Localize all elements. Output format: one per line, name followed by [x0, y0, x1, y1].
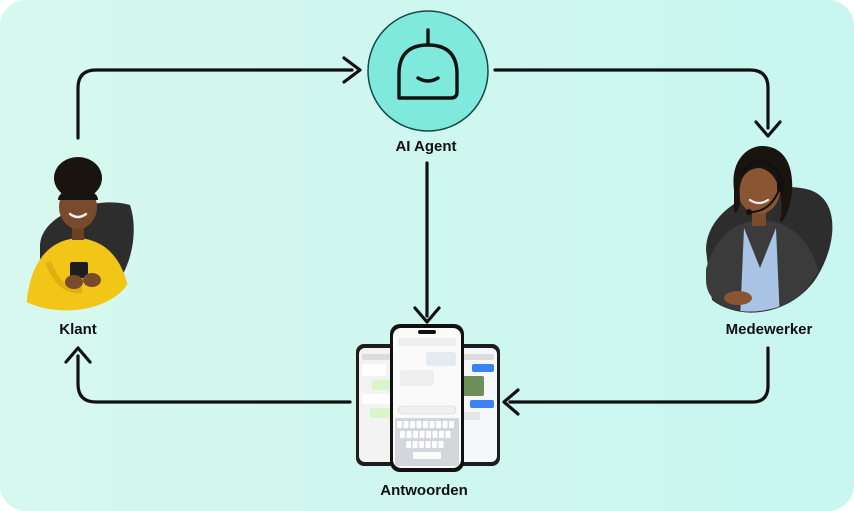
arrow-antwoorden-to-klant: [76, 354, 352, 404]
agent-node: [367, 10, 489, 132]
agent-label: AI Agent: [395, 138, 457, 155]
arrow-agent-to-medewerker: [493, 68, 770, 130]
arrow-medewerker-to-antwoorden: [508, 346, 770, 404]
arrowhead-klant-to-agent: [342, 56, 362, 84]
agent-photo: [706, 146, 833, 313]
customer-photo: [26, 157, 134, 311]
arrowhead-agent-to-antwoorden: [413, 306, 441, 324]
phone-screenshots: [356, 324, 500, 472]
robot-head-icon: [397, 28, 459, 100]
arrow-klant-to-agent: [76, 68, 354, 140]
arrowhead-agent-to-medewerker: [754, 120, 782, 138]
phone-center: [390, 324, 464, 472]
klant-label: Klant: [59, 321, 97, 338]
arrowhead-medewerker-to-antwoorden: [502, 388, 520, 416]
agent-circle: [367, 10, 489, 132]
arrowhead-antwoorden-to-klant: [64, 346, 92, 364]
antwoorden-label: Antwoorden: [380, 482, 468, 499]
medewerker-label: Medewerker: [725, 321, 813, 338]
